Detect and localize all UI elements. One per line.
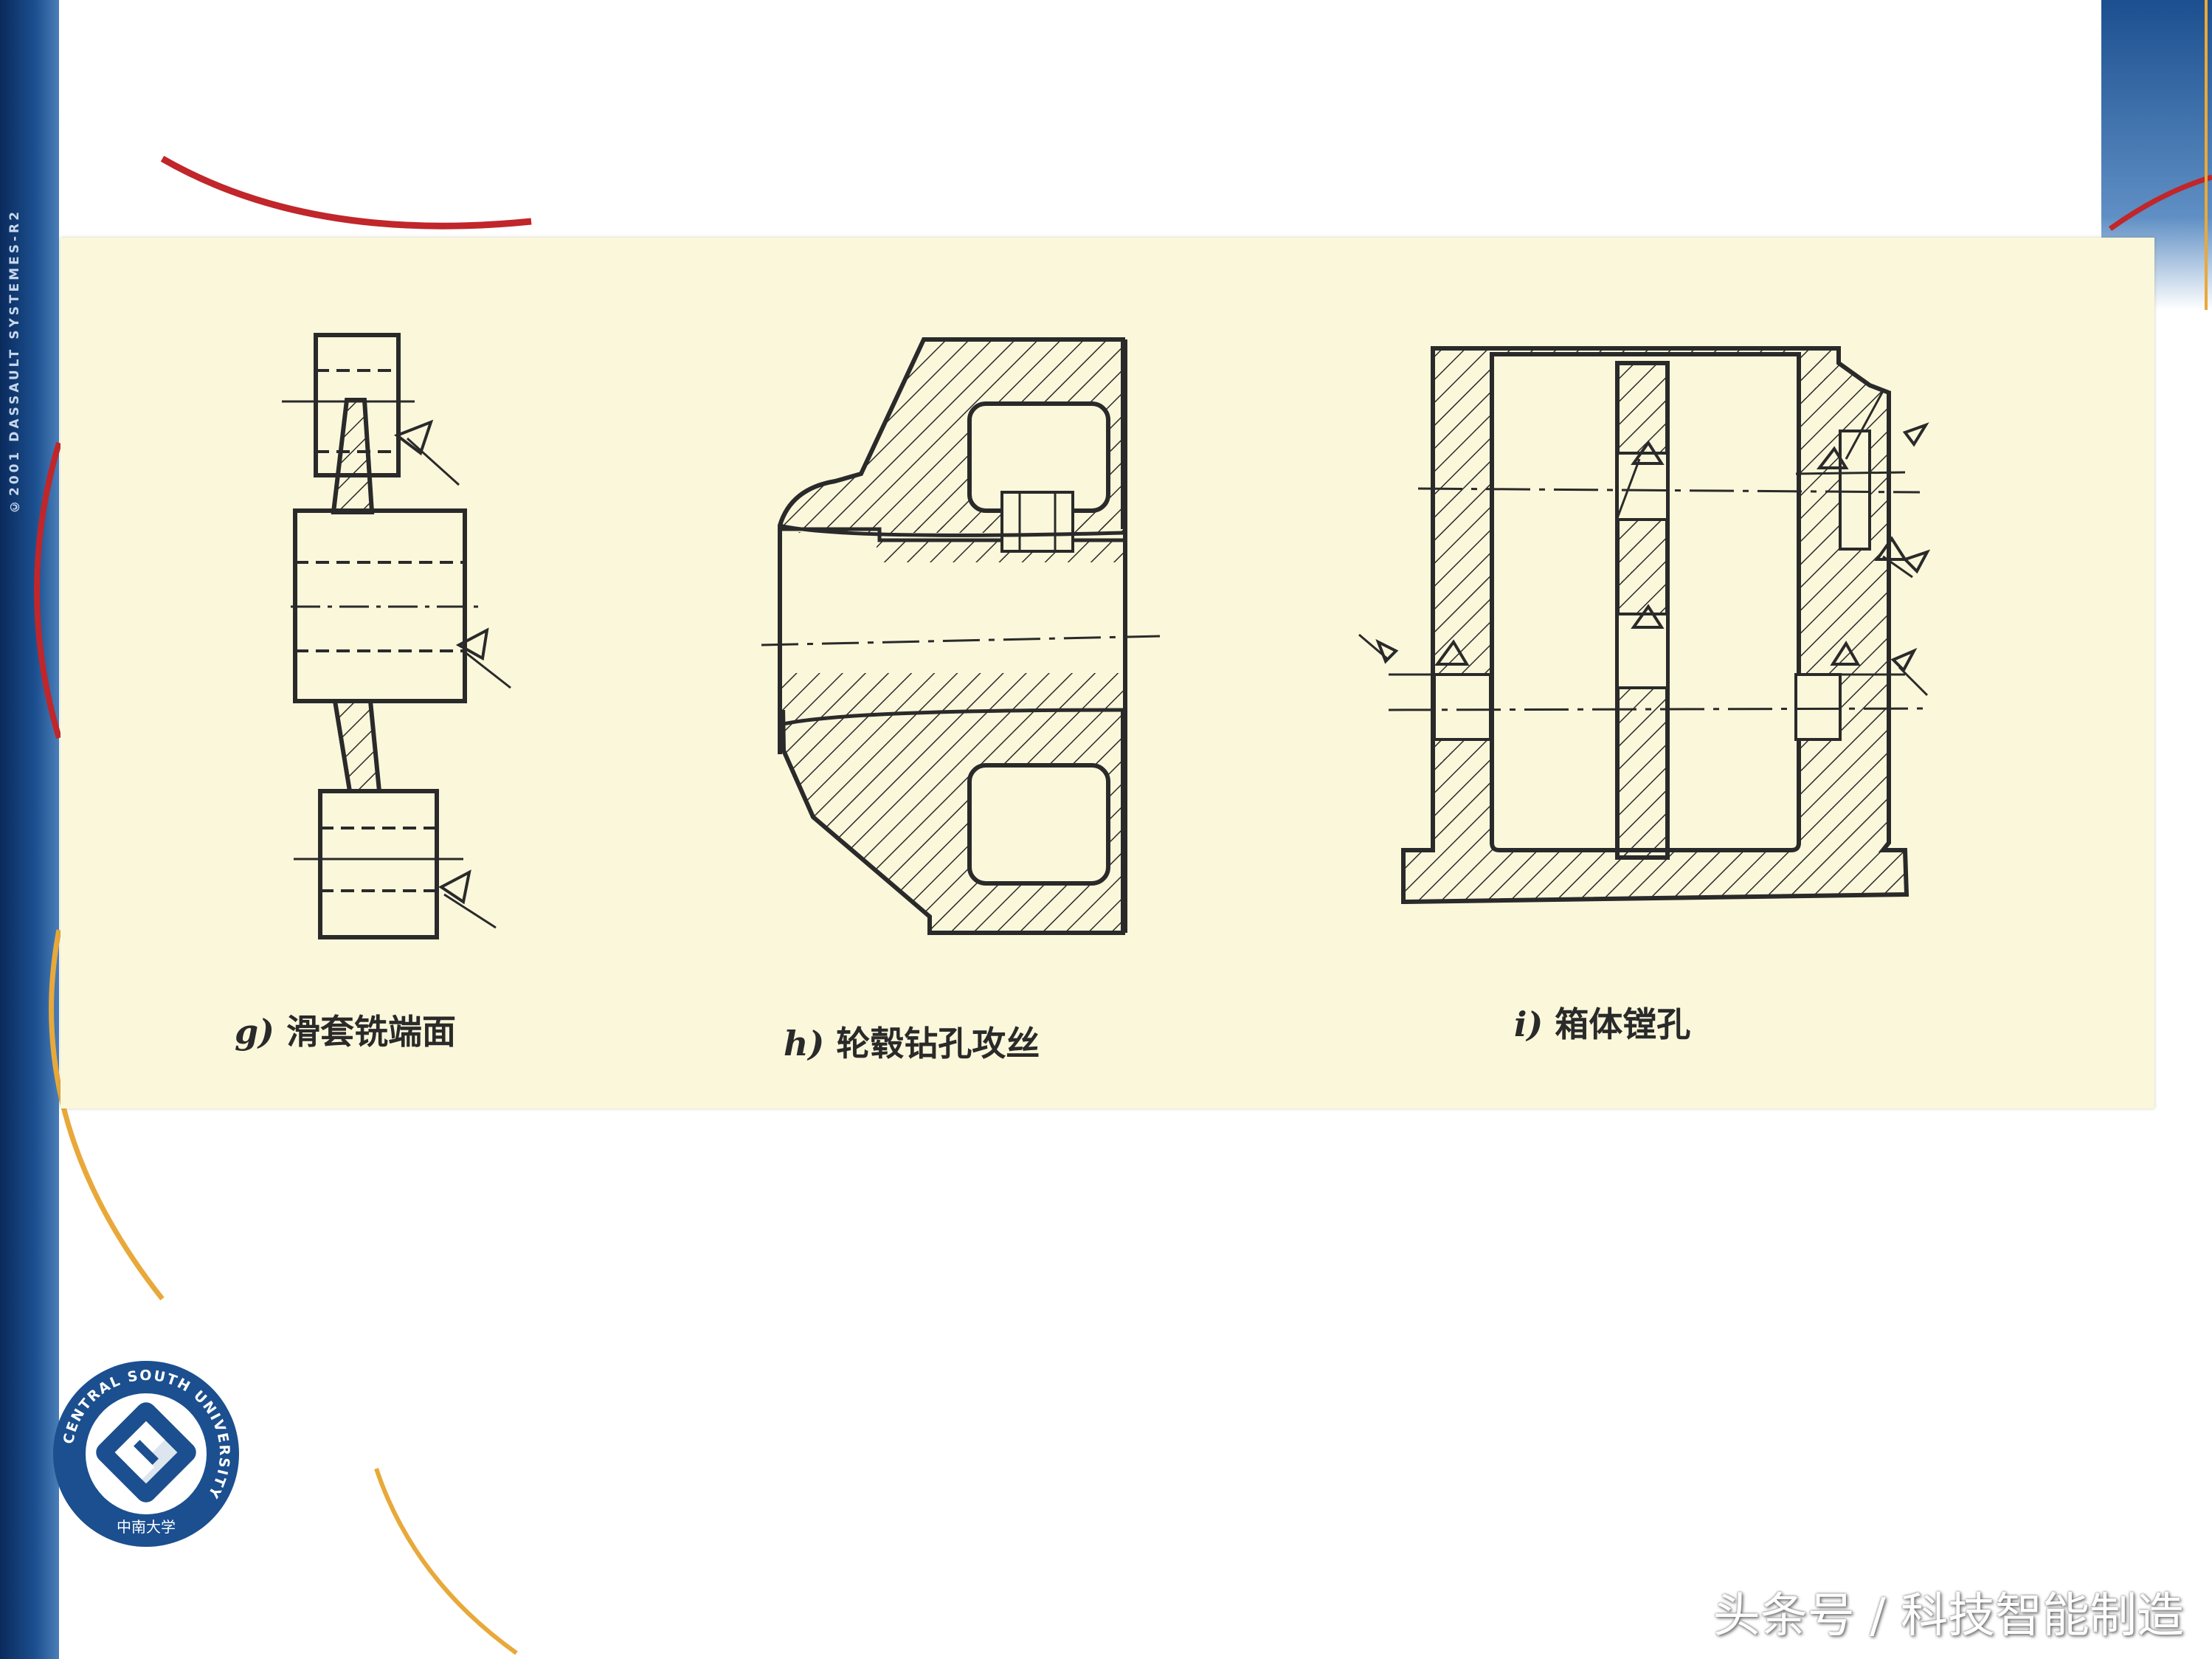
caption-figure-g: g) 滑套铣端面 (235, 1005, 456, 1054)
caption-label-h: 轮毂钻孔攻丝 (836, 1024, 1040, 1063)
figure-h-hub (761, 337, 1161, 935)
university-logo: CENTRAL SOUTH UNIVERSITY 中南大学 (53, 1361, 239, 1547)
red-swoosh-top-right (2108, 174, 2212, 231)
caption-letter-g: g) (235, 1012, 274, 1052)
gold-swoosh-bottom (374, 1468, 518, 1655)
red-swoosh-left (34, 441, 62, 739)
logo-bottom-text: 中南大学 (117, 1518, 176, 1536)
gold-swoosh-left (49, 929, 165, 1301)
caption-letter-i: i) (1514, 1004, 1544, 1044)
figure-g-sliding-sleeve (282, 333, 511, 939)
caption-label-i: 箱体镗孔 (1555, 1004, 1691, 1044)
red-swoosh-top-left (160, 156, 532, 230)
left-blue-band (0, 0, 59, 1659)
caption-letter-h: h) (784, 1024, 825, 1063)
scanned-drawing-panel: g) 滑套铣端面 h) 轮毂钻孔攻丝 i) 箱体镗孔 (61, 238, 2154, 1108)
caption-figure-h: h) 轮毂钻孔攻丝 (784, 1017, 1040, 1066)
logo-emblem (96, 1402, 196, 1503)
caption-figure-i: i) 箱体镗孔 (1514, 998, 1690, 1046)
caption-label-g: 滑套铣端面 (286, 1012, 456, 1052)
figure-i-gearbox (1358, 346, 1931, 905)
technical-drawings (282, 333, 1931, 939)
watermark-text: 头条号 / 科技智能制造 (1712, 1589, 2184, 1644)
